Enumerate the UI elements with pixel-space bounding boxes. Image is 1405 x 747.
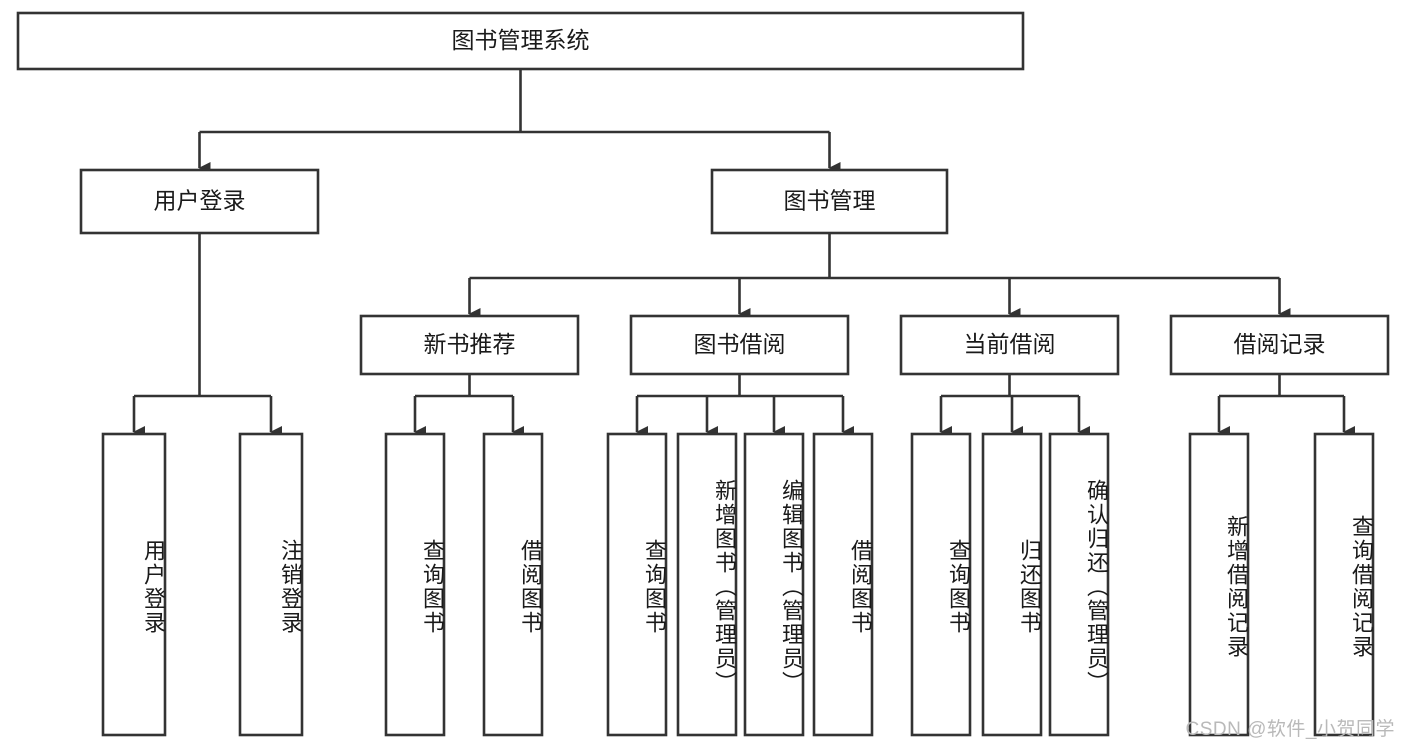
node-root-label: 图书管理系统 <box>452 27 590 53</box>
node-add-book-admin[interactable] <box>676 432 738 737</box>
node-borrow-records-label: 借阅记录 <box>1234 331 1326 357</box>
node-user-login-leaf[interactable] <box>101 432 167 737</box>
node-new-book-recommend-label: 新书推荐 <box>424 331 516 357</box>
connector-layer <box>132 69 1355 438</box>
node-current-borrow-label: 当前借阅 <box>964 331 1056 357</box>
node-user-login[interactable] <box>79 168 320 235</box>
node-add-borrow-record[interactable] <box>1188 432 1250 737</box>
node-borrow-book-1[interactable] <box>482 432 544 737</box>
node-borrow-book-2[interactable] <box>812 432 874 737</box>
node-book-borrow[interactable] <box>629 314 850 376</box>
node-new-book-recommend[interactable] <box>359 314 580 376</box>
node-current-borrow[interactable] <box>899 314 1120 376</box>
node-return-book[interactable] <box>981 432 1043 737</box>
node-book-management-label: 图书管理 <box>784 188 876 214</box>
node-user-login-label: 用户登录 <box>154 188 246 214</box>
node-book-management[interactable] <box>710 168 949 235</box>
node-root[interactable] <box>16 11 1025 71</box>
node-query-book-3[interactable] <box>910 432 972 737</box>
watermark: CSDN @软件_小贺同学 <box>1185 719 1395 740</box>
node-user-logout-leaf[interactable] <box>238 432 304 737</box>
node-query-borrow-record[interactable] <box>1313 432 1375 737</box>
node-book-borrow-label: 图书借阅 <box>694 331 786 357</box>
node-query-book-1[interactable] <box>384 432 446 737</box>
node-confirm-return-admin[interactable] <box>1048 432 1110 737</box>
node-edit-book-admin[interactable] <box>743 432 805 737</box>
node-query-book-2[interactable] <box>606 432 668 737</box>
node-box-layer <box>16 11 1390 737</box>
node-borrow-records[interactable] <box>1169 314 1390 376</box>
